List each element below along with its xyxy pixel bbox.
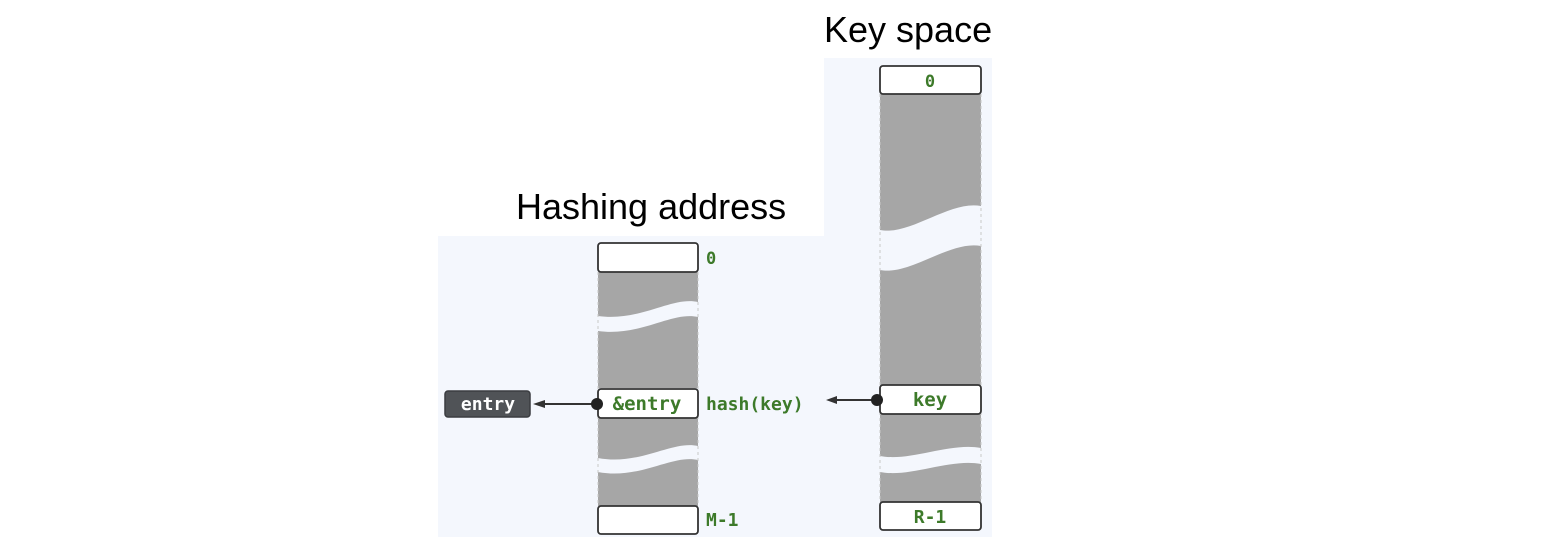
hash-cell-entry-text: &entry [613, 393, 682, 415]
hash-cell-top [597, 242, 699, 273]
entry-box: entry [444, 390, 531, 418]
hash-gray-band-lower-b [598, 459, 698, 506]
hash-gray-band-middle [598, 316, 698, 388]
entry-box-background [444, 390, 531, 418]
key-space-title: Key space [824, 9, 993, 50]
hash-index-top: 0 [706, 249, 716, 269]
hash-table-column: &entry 0 hash(key) M-1 [597, 242, 804, 535]
key-to-hash-arrowhead [826, 396, 837, 404]
slot-to-entry-arrow [533, 398, 603, 410]
hash-slot-label: hash(key) [706, 394, 804, 415]
entry-box-text: entry [461, 394, 515, 415]
key-cell-bottom-text: R-1 [914, 507, 947, 528]
key-cell-top-text: 0 [925, 72, 935, 92]
hash-cell-bottom [597, 505, 699, 535]
key-gray-band-upper [880, 94, 981, 231]
key-to-hash-arrow-origin-dot [871, 394, 883, 406]
key-gray-band-middle [880, 245, 981, 385]
key-cell-top [879, 65, 982, 95]
hash-gray-band-lower-a [598, 418, 698, 460]
key-gray-band-lower-a [880, 414, 981, 458]
key-gray-band-lower-b [880, 462, 981, 502]
slot-to-entry-arrowhead [533, 400, 545, 408]
key-cell-bottom [879, 501, 982, 531]
slot-to-entry-arrow-origin-dot [591, 398, 603, 410]
key-to-hash-arrow [826, 394, 883, 406]
hashing-address-title: Hashing address [516, 186, 787, 227]
key-cell-key-text: key [913, 389, 947, 411]
hash-index-bottom: M-1 [706, 510, 739, 531]
key-space-column: 0 key R-1 [879, 65, 982, 531]
hash-gray-band-upper [598, 272, 698, 317]
